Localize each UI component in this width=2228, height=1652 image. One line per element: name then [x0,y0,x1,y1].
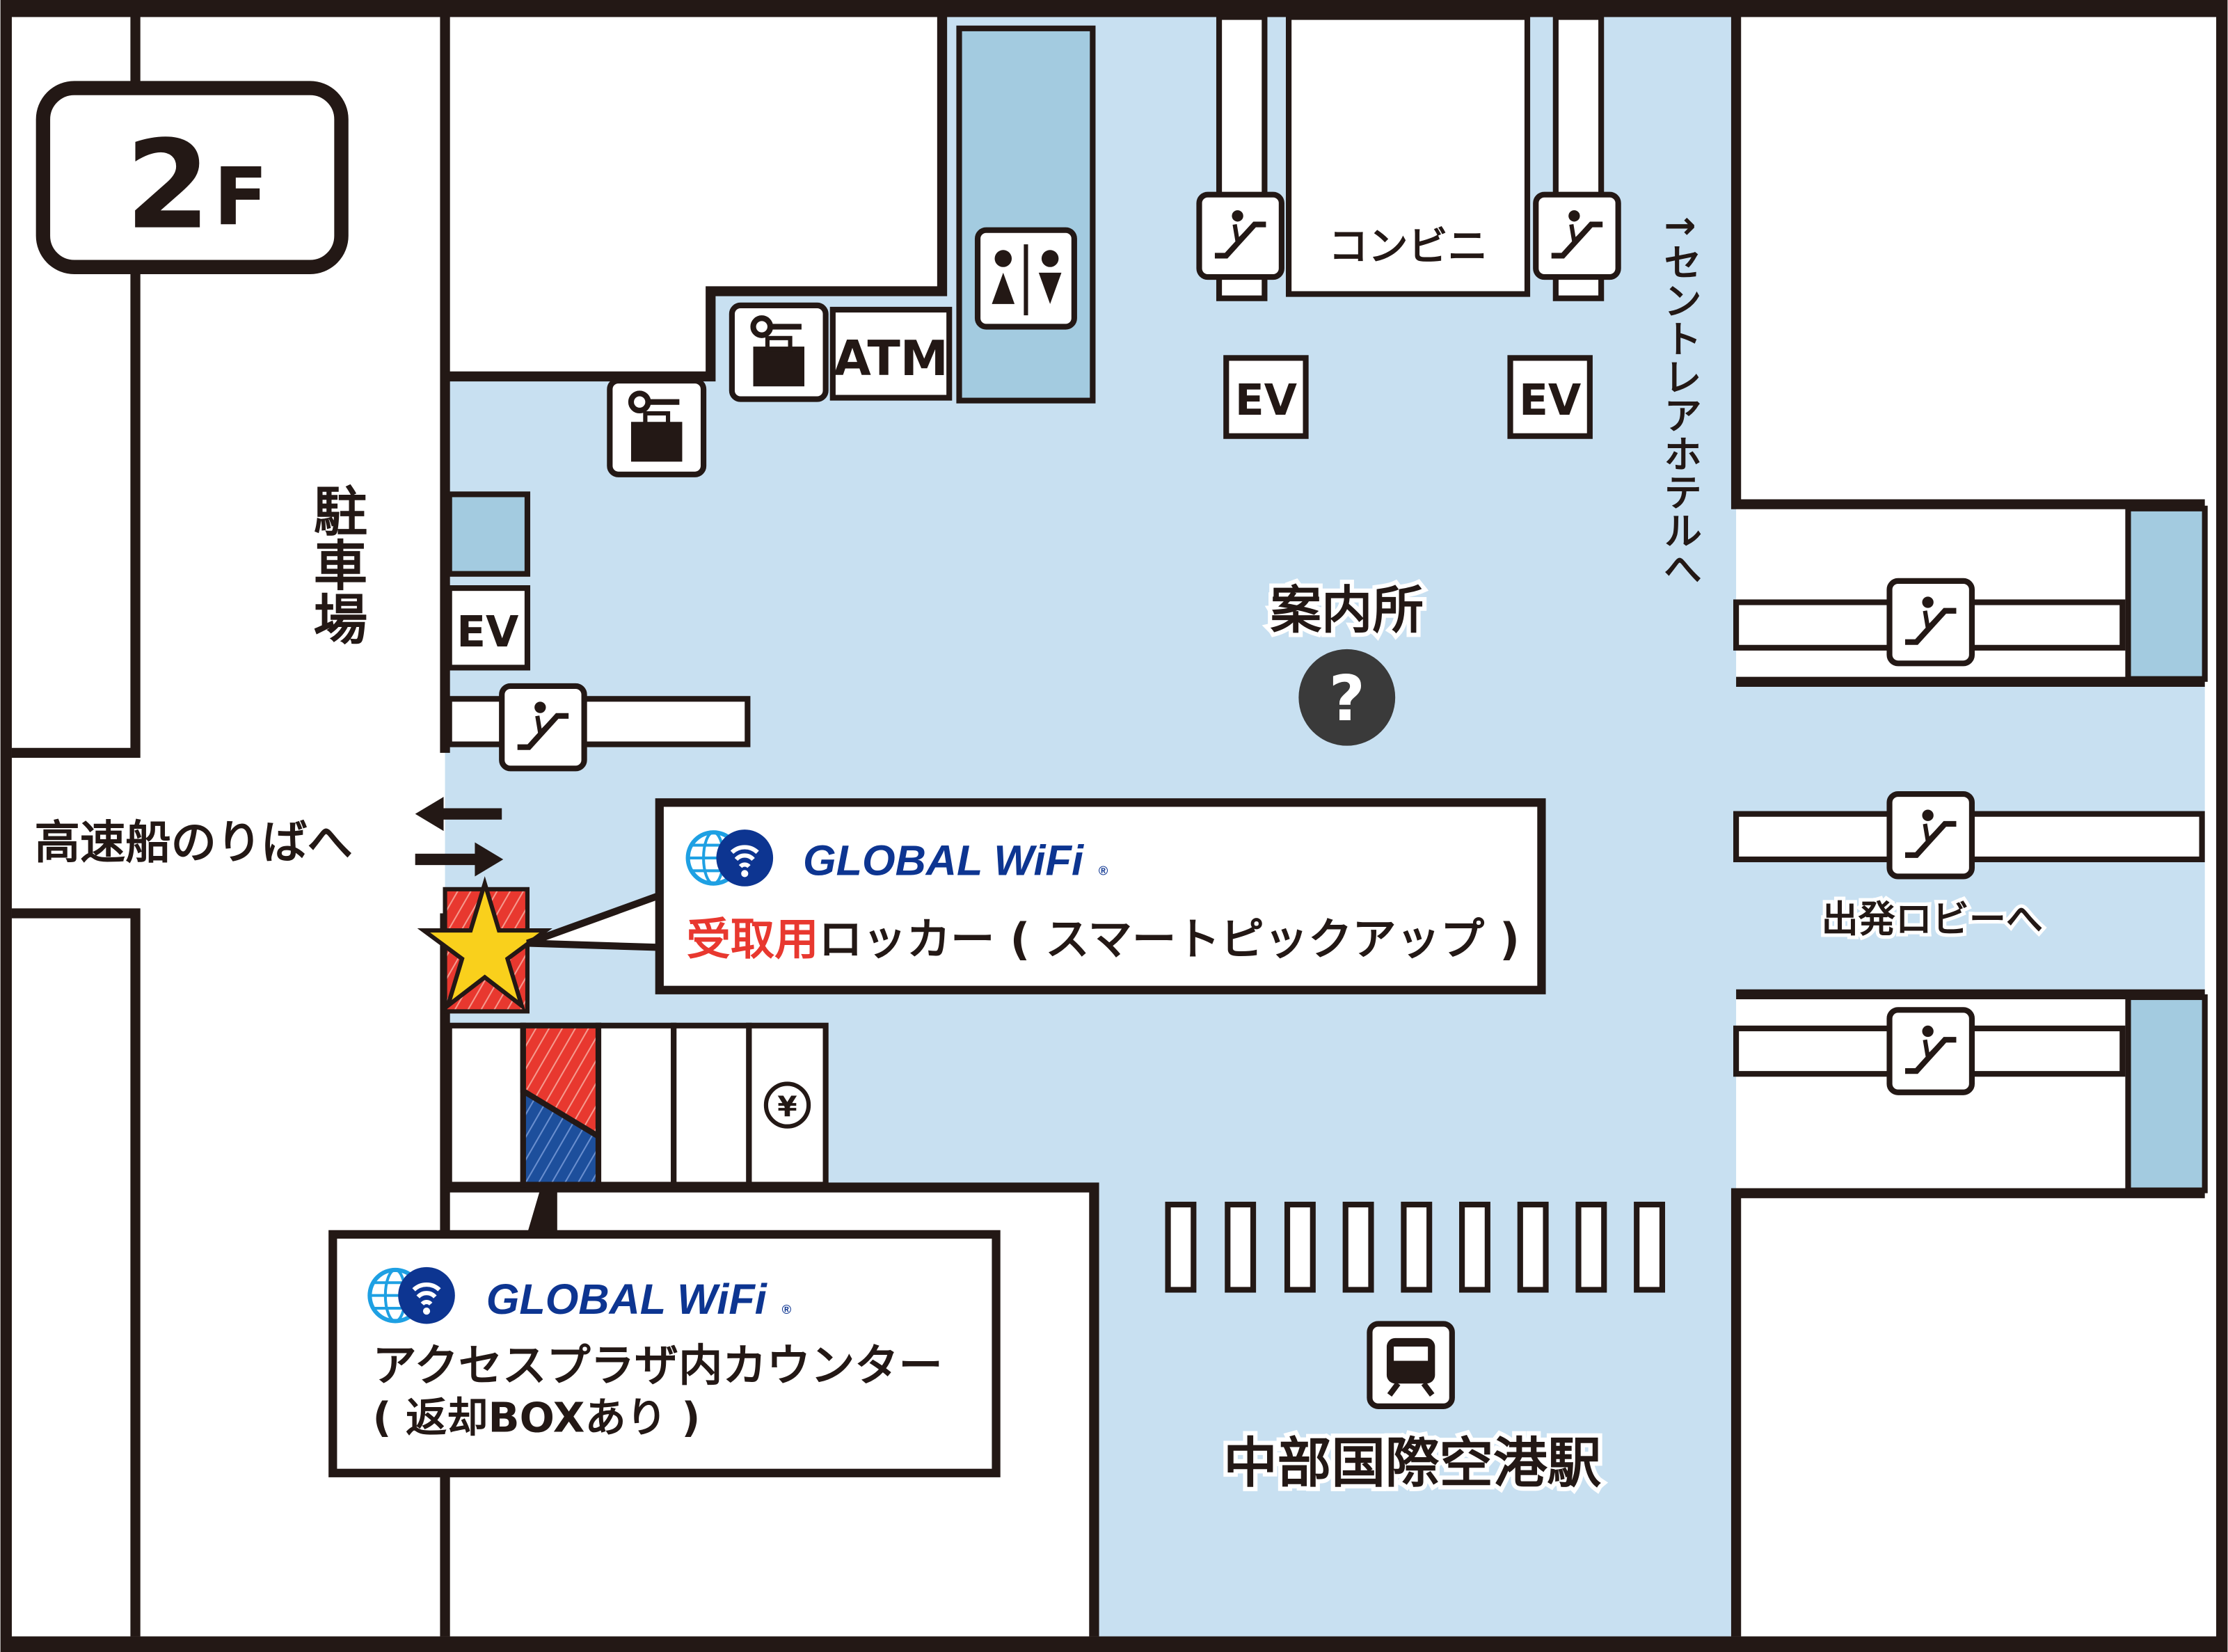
callout-counter: GLOBAL WiFi ® アクセスプラザ内カウンター ( 返却BOXあり ) [328,1230,1001,1477]
parking-label: 駐車場 [304,483,367,645]
info-desk-label: 案内所 [1271,581,1424,640]
floor-badge [35,81,349,274]
global-wifi-logo-icon [688,829,773,887]
escalator-icon [502,686,584,768]
brand-name: GLOBAL WiFi [486,1276,768,1323]
hotel-direction-label: ↑セントレアホテルへ [1657,210,1701,587]
ferry-arrows-icon [415,797,504,877]
registered-mark: ® [781,1302,791,1317]
ev-label: EV [456,607,519,657]
callout-pointer [527,1184,557,1233]
coin-locker-icon [732,305,826,399]
station-label: 中部国際空港駅 [1223,1432,1601,1495]
registered-mark: ® [1099,863,1108,877]
convenience-label: コンビニ [1328,224,1488,270]
elevator-sign: EV [1223,355,1309,439]
atm-label: ATM [834,331,948,387]
ev-label: EV [1519,376,1582,425]
train-icon [1367,1321,1455,1409]
coin-locker-icon [610,381,703,475]
restroom-icon [974,227,1077,330]
global-wifi-logo-icon [369,1267,454,1324]
elevator-shaft [446,491,531,577]
info-desk-icon[interactable] [1298,649,1396,746]
locker-title: 受取用ロッカー ( スマートピックアップ ) [687,914,1520,965]
stair-block [956,25,1096,404]
departure-lobby-label: 出発ロビーへ [1822,898,2043,941]
star-marker-icon [417,876,552,1012]
counter-title: アクセスプラザ内カウンター [372,1340,942,1391]
escalator-icon [1890,1010,1972,1092]
convenience-store[interactable] [1285,14,1531,297]
access-plaza-counters [446,1022,829,1188]
escalator-icon [1199,195,1281,277]
brand-name: GLOBAL WiFi [803,836,1085,884]
locker-title-highlight: 受取用 [687,914,819,965]
elevator-sign: EV [446,585,531,671]
stair-block-right-top [2125,505,2208,682]
stair-block-right-bottom [2125,994,2208,1193]
info-symbol: ? [1329,663,1365,736]
counter-subtitle: ( 返却BOXあり ) [372,1394,700,1442]
ev-label: EV [1235,376,1298,425]
escalator-icon [1890,581,1972,663]
elevator-sign: EV [1507,355,1593,439]
currency-symbol: ¥ [777,1090,797,1123]
floor-number: 2 [125,115,210,257]
currency-exchange-icon: ¥ [763,1081,811,1129]
escalator-icon [1890,794,1972,876]
atm-sign: ATM [829,306,953,401]
locker-title-rest: ロッカー ( スマートピックアップ ) [818,914,1520,965]
escalator-icon [1536,195,1618,277]
floor-unit: F [214,151,268,244]
callout-smart-pickup: GLOBAL WiFi ® 受取用ロッカー ( スマートピックアップ ) [655,798,1546,994]
ferry-label: 高速船のりばへ [35,816,353,869]
crosswalk [1165,1201,1666,1293]
